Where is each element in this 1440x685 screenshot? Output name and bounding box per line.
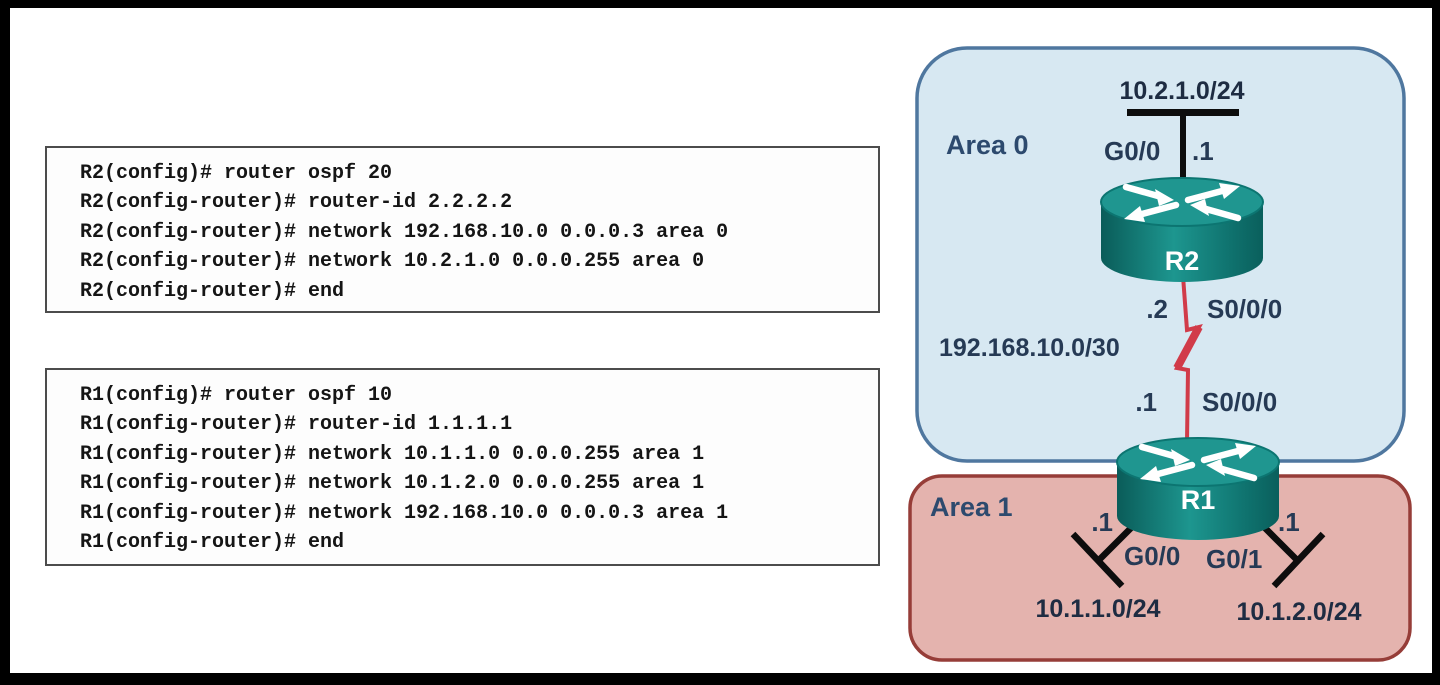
console-box-r1: R1(config)# router ospf 10 R1(config-rou… [45, 368, 880, 566]
console-line: R1(config)# router ospf 10 [80, 384, 393, 407]
console-line: R1(config-router)# network 192.168.10.0 … [80, 501, 729, 525]
r1-serial-interface-label: S0/0/0 [1202, 387, 1277, 417]
console-line: R1(config-router)# network 10.1.1.0 0.0.… [80, 442, 705, 466]
area0-label: Area 0 [946, 130, 1029, 160]
r1-lan2-ip-label: .1 [1278, 507, 1300, 537]
r2-lan-network-label: 10.2.1.0/24 [1119, 77, 1244, 105]
r2-lan-ip-label: .1 [1192, 136, 1214, 166]
console-line: R2(config-router)# network 10.2.1.0 0.0.… [80, 250, 705, 274]
r1-lan2-network-label: 10.1.2.0/24 [1236, 598, 1361, 626]
r1-serial-ip-label: .1 [1135, 387, 1157, 417]
serial-link [1173, 275, 1203, 443]
serial-network-label: 192.168.10.0/30 [939, 334, 1120, 362]
r1-name-label: R1 [1181, 485, 1216, 515]
topology-diagram: Area 0 Area 1 10.2.1.0/24 G0/0 .1 R2 .2 … [908, 46, 1412, 662]
r1-lan2-interface-label: G0/1 [1206, 544, 1262, 574]
area1-label: Area 1 [930, 492, 1013, 522]
r2-lan-interface-label: G0/0 [1104, 136, 1160, 166]
console-box-r2: R2(config)# router ospf 20 R2(config-rou… [45, 146, 880, 313]
console-line: R2(config-router)# router-id 2.2.2.2 [80, 191, 513, 215]
r2-name-label: R2 [1165, 246, 1200, 276]
router-r2-icon [1100, 177, 1264, 282]
console-line: R2(config)# router ospf 20 [80, 162, 393, 185]
r2-lan-segment [1127, 109, 1239, 182]
router-r1-icon [1116, 437, 1280, 540]
console-line: R2(config-router)# network 192.168.10.0 … [80, 220, 729, 244]
console-line: R1(config-router)# router-id 1.1.1.1 [80, 413, 513, 437]
console-line: R2(config-router)# end [80, 279, 345, 303]
r1-lan1-interface-label: G0/0 [1124, 541, 1180, 571]
console-line: R1(config-router)# network 10.1.2.0 0.0.… [80, 472, 705, 496]
r1-lan1-ip-label: .1 [1091, 507, 1113, 537]
r2-serial-interface-label: S0/0/0 [1207, 294, 1282, 324]
r1-lan1-network-label: 10.1.1.0/24 [1035, 595, 1160, 623]
console-line: R1(config-router)# end [80, 531, 345, 555]
r2-serial-ip-label: .2 [1146, 294, 1168, 324]
